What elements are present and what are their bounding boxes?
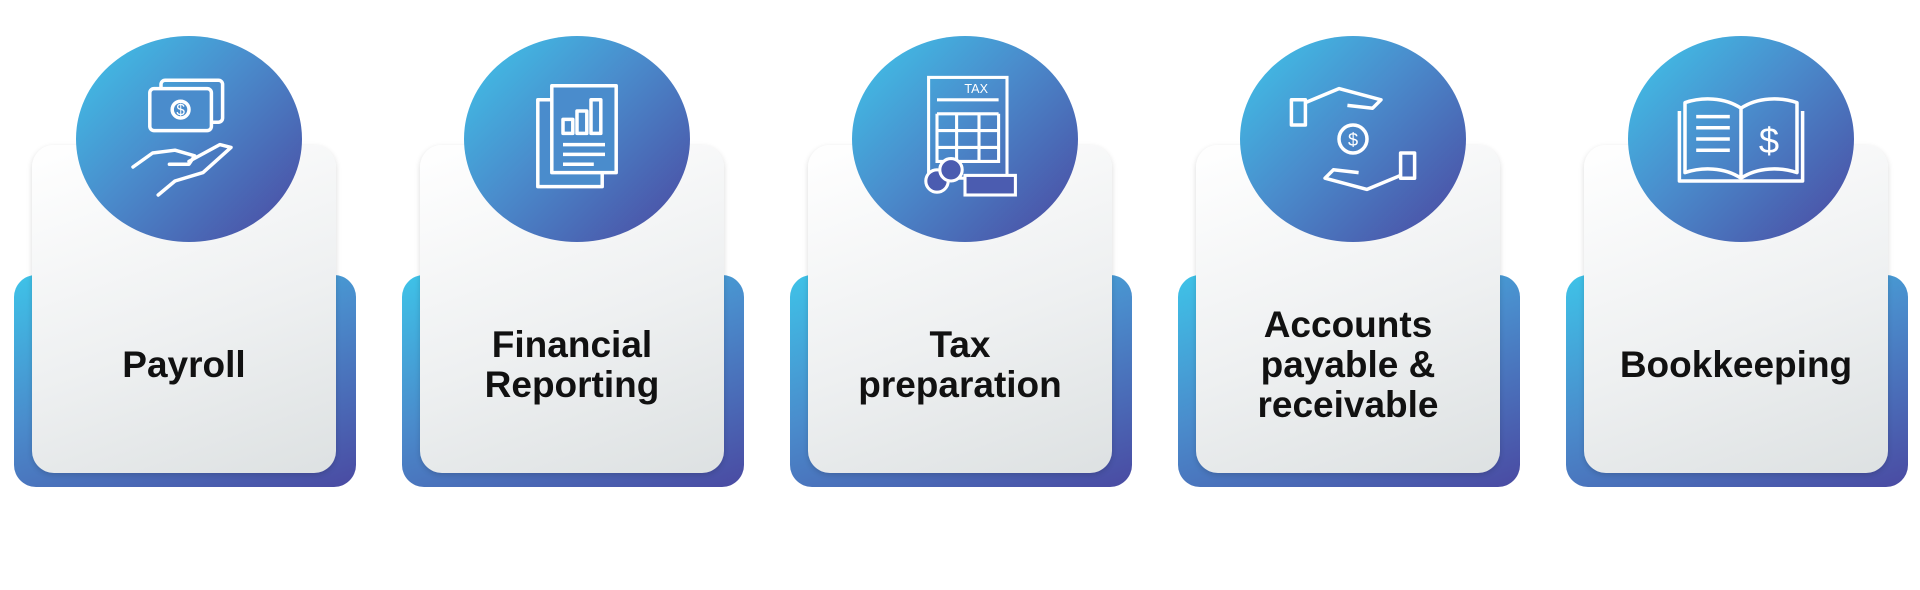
service-label-line: Accounts: [1263, 304, 1433, 345]
icon-circle: [464, 36, 690, 242]
hands-coin-icon: $: [1289, 86, 1417, 192]
report-chart-icon: [536, 84, 618, 189]
svg-text:$: $: [1348, 130, 1358, 150]
money-hand-icon: $: [131, 78, 233, 197]
service-label-line: preparation: [858, 364, 1062, 405]
service-label-line: Financial: [491, 324, 653, 365]
svg-text:$: $: [1759, 120, 1779, 161]
service-payroll: $ Payroll: [14, 0, 359, 590]
service-label-line: Tax: [929, 324, 991, 365]
ledger-book-icon: $: [1677, 97, 1805, 183]
service-label-line: receivable: [1257, 384, 1439, 425]
svg-text:TAX: TAX: [964, 82, 988, 96]
service-label: Bookkeeping: [1619, 344, 1853, 385]
service-label: Payroll: [122, 344, 246, 385]
icon-circle: $: [1628, 36, 1854, 242]
service-accounts-payable-receivable: $ Accounts payable & receivable: [1178, 0, 1523, 590]
service-tax-preparation: TAX Tax preparation: [790, 0, 1135, 590]
icon-circle: $: [76, 36, 302, 242]
tax-form-icon: TAX: [924, 75, 1017, 197]
service-bookkeeping: $ Bookkeeping: [1566, 0, 1911, 590]
service-financial-reporting: Financial Reporting: [402, 0, 747, 590]
icon-circle: TAX: [852, 36, 1078, 242]
svg-text:$: $: [176, 102, 185, 119]
service-label-line: payable &: [1260, 344, 1436, 385]
service-label-line: Reporting: [484, 364, 660, 405]
icon-circle: $: [1240, 36, 1466, 242]
